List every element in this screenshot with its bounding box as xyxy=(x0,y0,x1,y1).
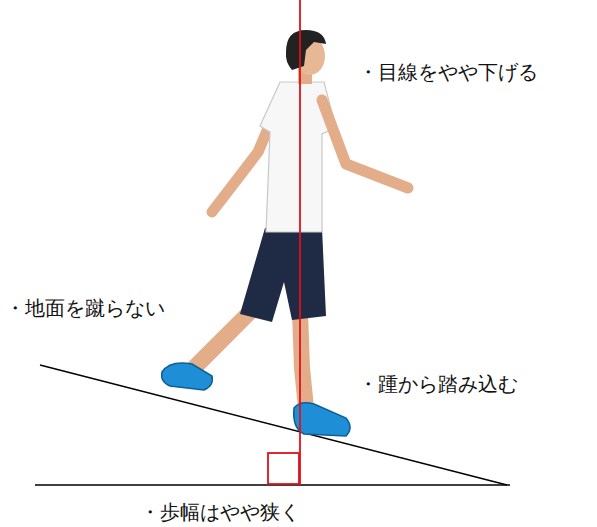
note-label: ・踵から踏み込む xyxy=(358,372,518,396)
right-angle-mark xyxy=(268,453,299,484)
note-label: ・地面を蹴らない xyxy=(5,296,165,320)
note-label: ・目線をやや下げる xyxy=(358,60,538,84)
vertical-reference-line xyxy=(299,0,301,485)
note-label: ・歩幅はやや狭く xyxy=(140,500,300,524)
